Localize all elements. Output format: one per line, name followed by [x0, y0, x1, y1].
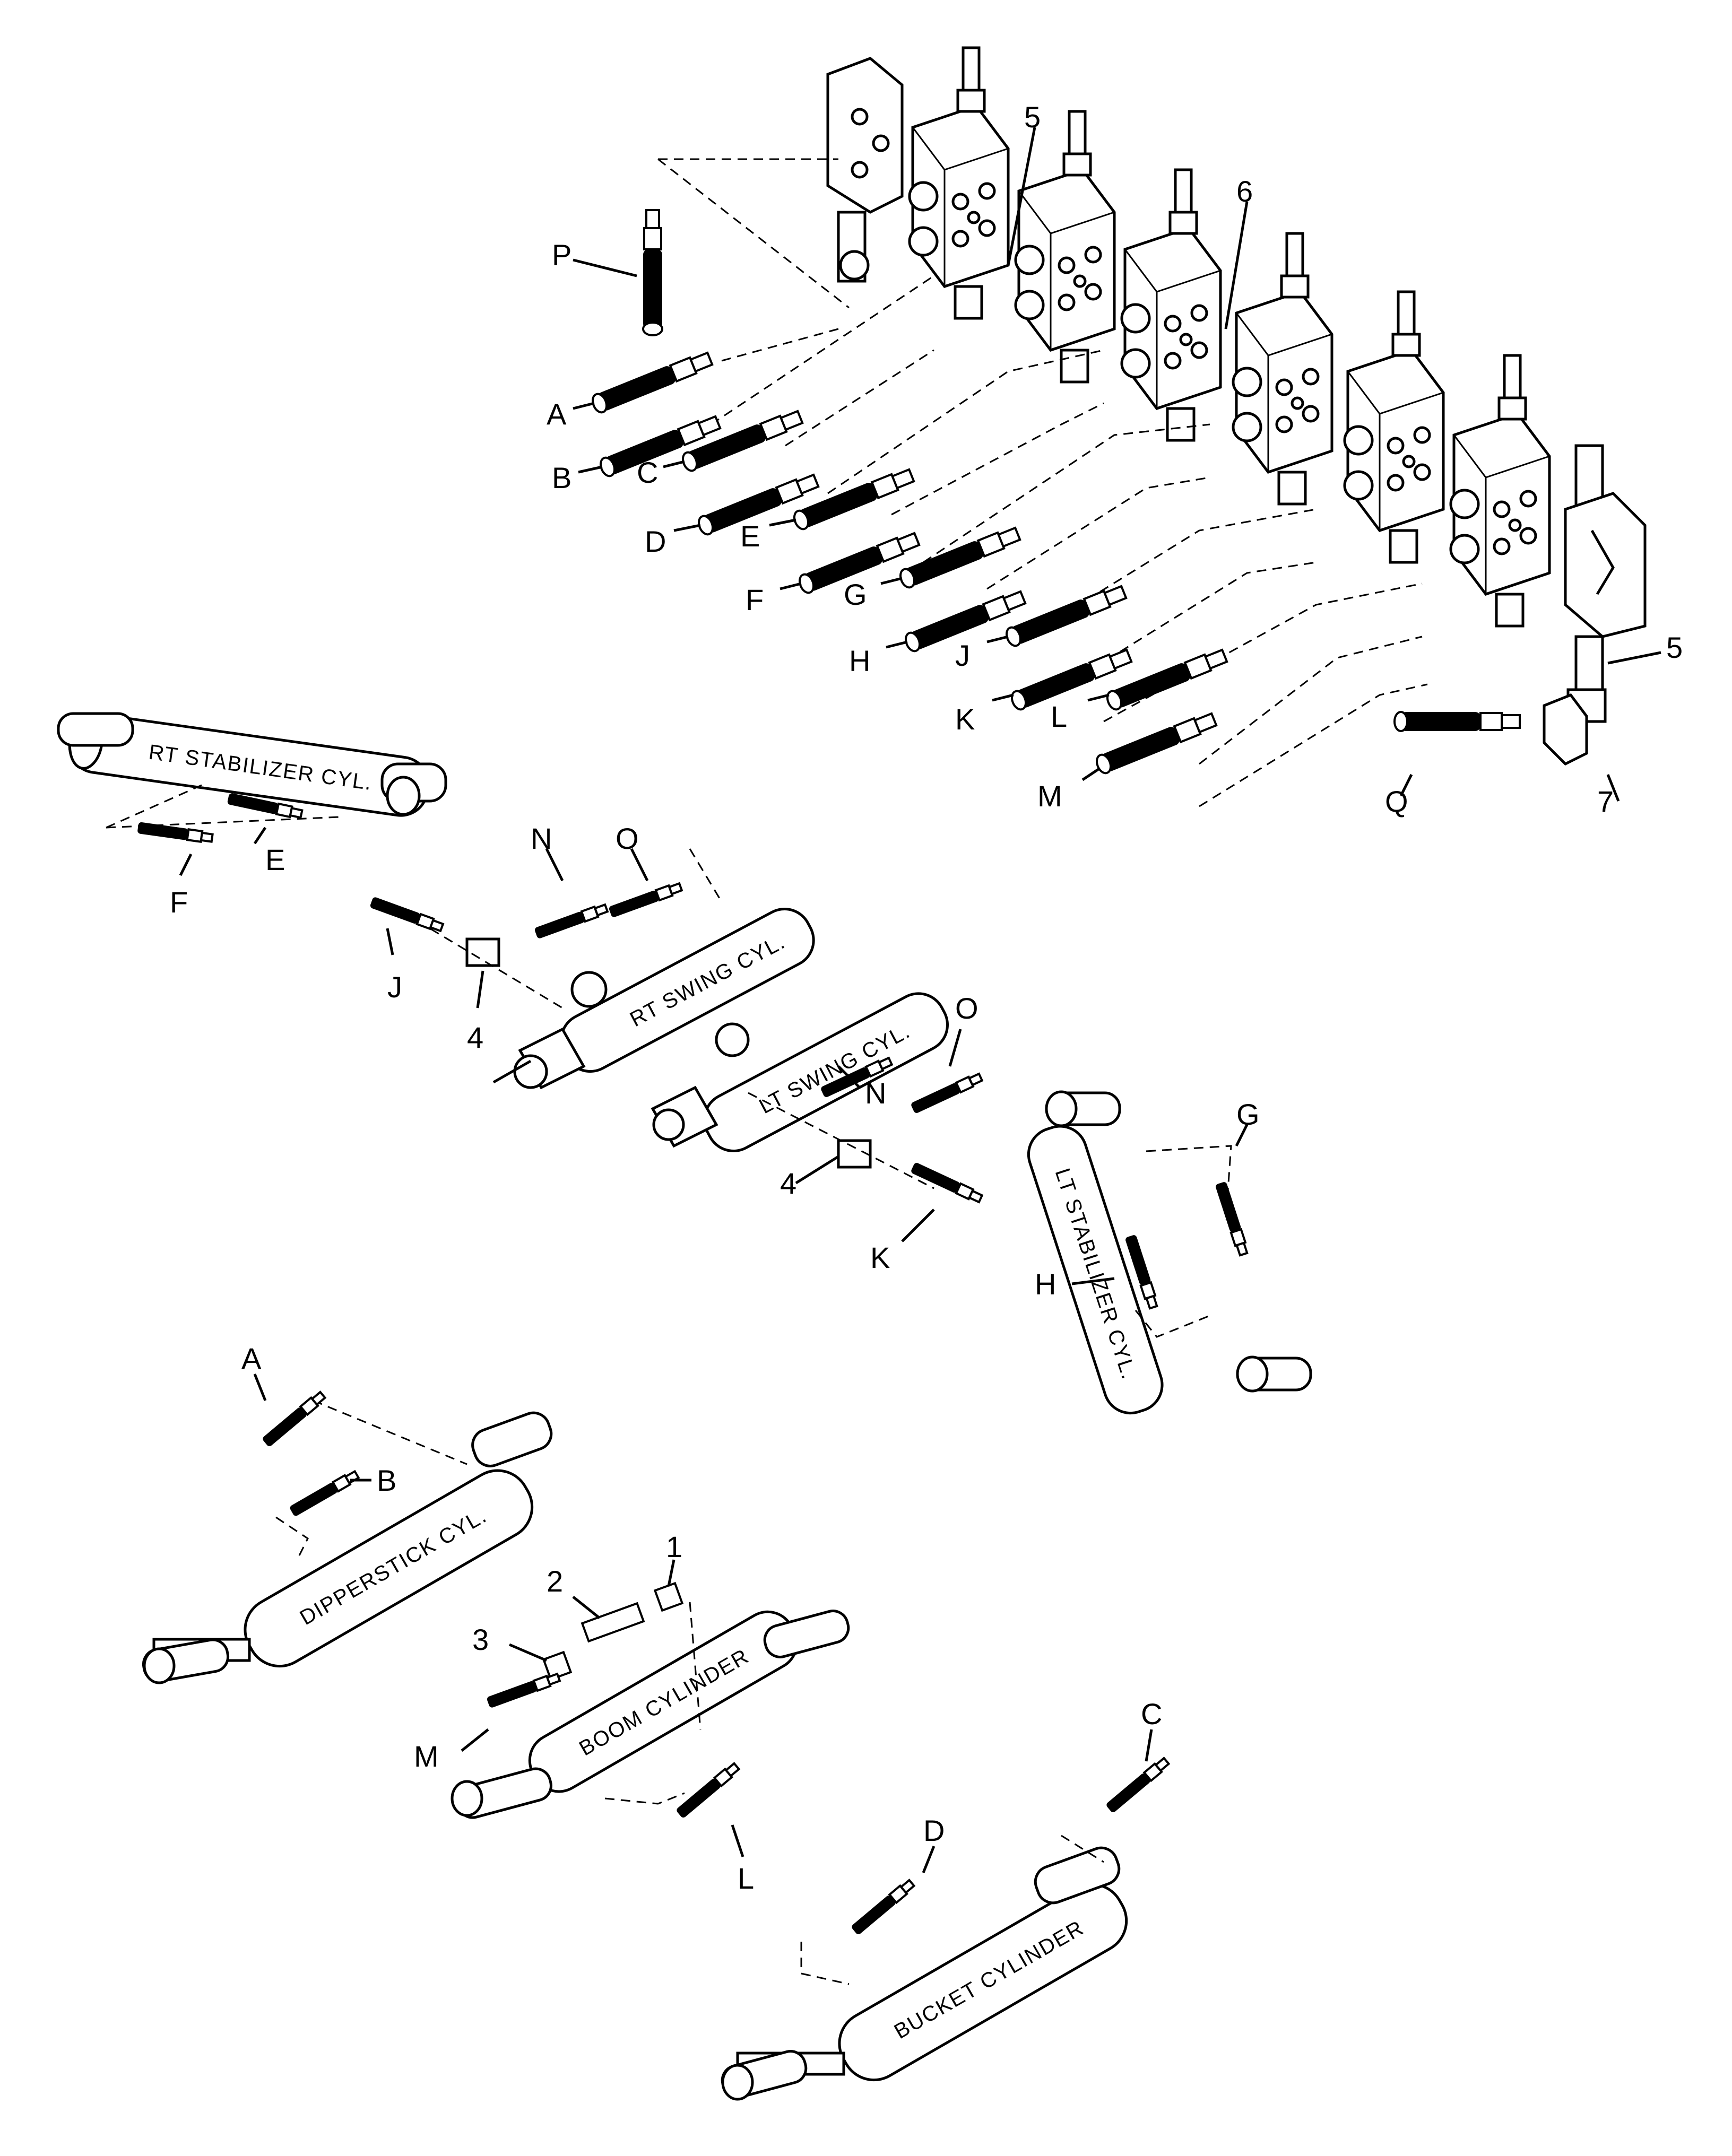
valve-hose-B [597, 412, 723, 480]
callout-ltstab-G: G [1236, 1098, 1260, 1131]
valve-hose-C [679, 407, 805, 474]
callout-ltswing-N: N [865, 1076, 886, 1110]
callout-bucket-C: C [1141, 1697, 1162, 1731]
callout-H: H [849, 644, 870, 677]
callout-rtstab-E: E [265, 843, 285, 876]
callout-J: J [955, 639, 970, 672]
valve-leaders [573, 127, 1661, 802]
dipperstick-cylinder: DIPPERSTICK CYL. [142, 1373, 553, 1684]
valve-hose-J [1003, 582, 1129, 649]
lt-stabilizer-cylinder: LT STABILIZER CYL. [1027, 1090, 1312, 1415]
callout-boom-1: 1 [666, 1530, 682, 1563]
callout-5-right: 5 [1666, 631, 1683, 664]
callout-5-top: 5 [1024, 100, 1041, 134]
valve-hose-M [1093, 709, 1219, 777]
valve-hose-P [642, 209, 663, 336]
callout-ltstab-H: H [1035, 1267, 1056, 1301]
callout-B: B [552, 461, 571, 494]
callout-D: D [645, 525, 666, 558]
callout-rtswing-4: 4 [467, 1021, 483, 1054]
lt-swing-cylinder: LT SWING CYL. [651, 992, 984, 1242]
callout-boom-2: 2 [547, 1564, 563, 1598]
callout-A: A [547, 397, 567, 431]
callout-6: 6 [1236, 175, 1253, 208]
callout-ltswing-K: K [870, 1241, 890, 1274]
bucket-cylinder: BUCKET CYLINDER [721, 1729, 1172, 2101]
callout-bucket-D: D [923, 1814, 945, 1847]
callout-F: F [746, 583, 764, 616]
callout-ltswing-4: 4 [780, 1167, 796, 1200]
callout-boom-M: M [414, 1740, 439, 1773]
callout-rtstab-F: F [170, 885, 188, 919]
valve-hose-A [589, 349, 715, 416]
elbow-fitting [1543, 693, 1588, 766]
callout-G: G [844, 578, 867, 611]
rt-swing-cylinder: RT SWING CYL. [368, 848, 815, 1090]
callout-L: L [1051, 700, 1067, 733]
callout-dipper-B: B [377, 1464, 396, 1497]
callout-K: K [955, 702, 975, 736]
rt-stabilizer-cylinder: RT STABILIZER CYL. [57, 712, 447, 876]
callout-rtswing-O: O [616, 822, 639, 855]
boom-cylinder: BOOM CYLINDER [451, 1559, 850, 1857]
boom-fitting-assembly [542, 1581, 684, 1681]
callout-rtswing-J: J [387, 970, 402, 1004]
valve-hose-Q [1393, 711, 1521, 732]
callout-rtswing-N: N [531, 822, 552, 855]
callout-ltswing-O: O [955, 992, 978, 1025]
callout-C: C [637, 456, 658, 489]
control-valve-bank [657, 48, 1647, 807]
callout-P: P [552, 238, 571, 272]
callout-boom-3: 3 [472, 1623, 489, 1656]
callout-boom-L: L [738, 1862, 754, 1895]
callout-7: 7 [1597, 785, 1614, 818]
callout-dipper-A: A [241, 1342, 262, 1375]
callout-E: E [740, 519, 760, 553]
callout-Q: Q [1385, 785, 1408, 818]
callout-M: M [1037, 779, 1062, 813]
